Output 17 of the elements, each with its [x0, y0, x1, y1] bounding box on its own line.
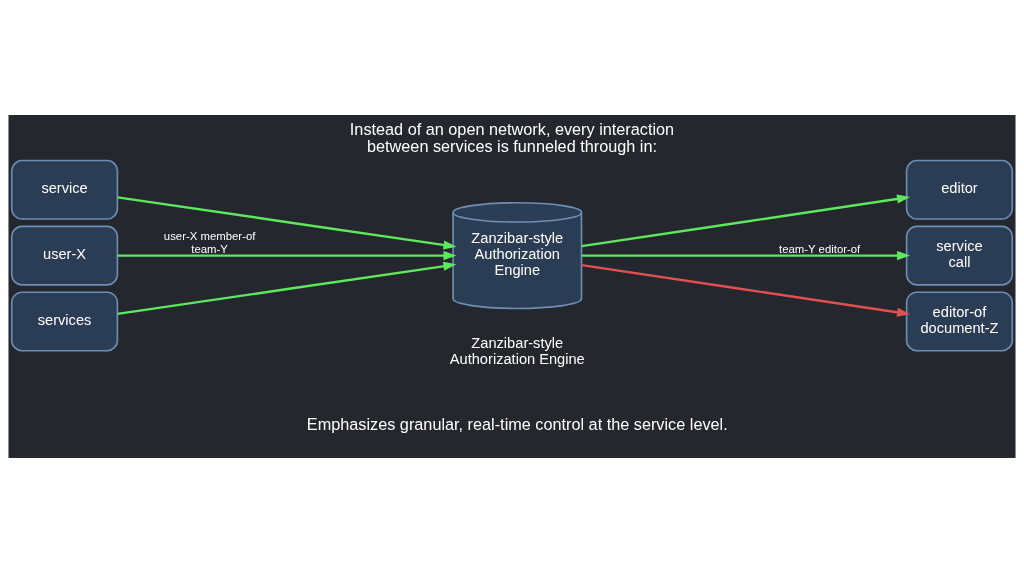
node-label: Zanzibar-style Authorization Engine: [449, 334, 585, 367]
node-box: service: [10, 159, 119, 220]
node-box: service call: [905, 225, 1014, 286]
node-box: user-X: [10, 225, 119, 286]
node-box: editor: [905, 159, 1014, 220]
caption: Emphasizes granular, real-time control at the service level.: [306, 414, 728, 433]
node-box: services: [10, 290, 119, 352]
arrow: [581, 193, 911, 247]
node-box: editor-of document-Z: [905, 290, 1014, 352]
arrow: [581, 250, 911, 260]
arrow: [581, 263, 911, 317]
arrow: [117, 250, 457, 260]
arrow: [117, 195, 457, 249]
edge-label: team-Y editor-of: [779, 242, 861, 255]
arrow: [117, 261, 457, 315]
diagram-title: Instead of an open network, every interaction between services is funneled through in:: [349, 119, 675, 155]
edge-label: user-X member-of team-Y: [163, 229, 256, 255]
